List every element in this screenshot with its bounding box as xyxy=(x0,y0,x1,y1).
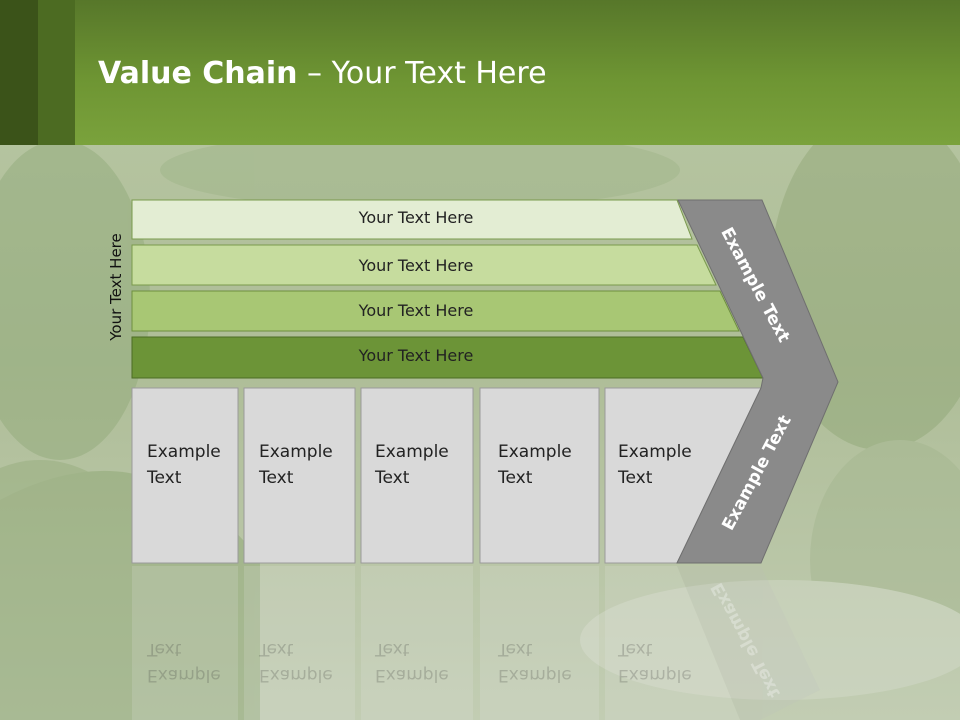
reflection-text-2: Example Text xyxy=(259,636,355,688)
reflection-text-5-line1: Example xyxy=(618,665,692,685)
reflection-chevron xyxy=(677,566,820,720)
reflection-text-4: Example Text xyxy=(498,636,594,688)
row-label-2: Your Text Here xyxy=(358,256,474,275)
reflection-box-3 xyxy=(361,566,473,720)
activity-text-2-line2: Text xyxy=(259,468,294,488)
row-label-4: Your Text Here xyxy=(358,346,474,365)
activity-text-1-line2: Text xyxy=(147,468,182,488)
title-bold: Value Chain xyxy=(98,56,298,91)
reflection-text-1-line2: Text xyxy=(147,639,182,659)
header-accent-mid xyxy=(38,0,75,145)
reflection-text-4-line1: Example xyxy=(498,665,572,685)
activity-text-3-line2: Text xyxy=(375,468,410,488)
reflection-box-1 xyxy=(132,566,238,720)
activity-box-2 xyxy=(243,387,356,564)
row-bar-1 xyxy=(131,199,693,240)
slide-title: Value Chain – Your Text Here xyxy=(98,52,547,96)
reflection-text-1-line1: Example xyxy=(147,665,221,685)
activity-text-1-line1: Example xyxy=(147,442,221,462)
activity-box-3 xyxy=(360,387,474,564)
row-label-1: Your Text Here xyxy=(358,208,474,227)
activity-text-4-line2: Text xyxy=(498,468,533,488)
title-rest: – Your Text Here xyxy=(297,56,547,91)
margin-chevron xyxy=(676,199,839,564)
reflection-text-1: Example Text xyxy=(147,636,243,688)
reflection-text-2-line1: Example xyxy=(259,665,333,685)
row-bar-3 xyxy=(131,290,740,332)
reflection-text-3-line2: Text xyxy=(375,639,410,659)
reflection-box-5 xyxy=(605,566,750,720)
header-band xyxy=(0,0,960,145)
activity-box-4 xyxy=(479,387,600,564)
header-accent-dark xyxy=(0,0,38,145)
reflection-box-2 xyxy=(244,566,355,720)
reflection-text-5-line2: Text xyxy=(618,639,653,659)
reflection-text-4-line2: Text xyxy=(498,639,533,659)
activity-text-3-line1: Example xyxy=(375,442,449,462)
activity-text-5-line2: Text xyxy=(618,468,653,488)
reflection-text-3-line1: Example xyxy=(375,665,449,685)
row-bar-2 xyxy=(131,244,717,286)
activity-text-4-line1: Example xyxy=(498,442,572,462)
activity-text-2-line1: Example xyxy=(259,442,333,462)
reflection-text-5: Example Text xyxy=(618,636,714,688)
reflection-group xyxy=(132,566,820,720)
row-label-3: Your Text Here xyxy=(358,301,474,320)
reflection-text-2-line2: Text xyxy=(259,639,294,659)
activity-box-1 xyxy=(131,387,239,564)
reflection-text-3: Example Text xyxy=(375,636,471,688)
activity-text-5-line1: Example xyxy=(618,442,692,462)
reflection-box-4 xyxy=(480,566,599,720)
